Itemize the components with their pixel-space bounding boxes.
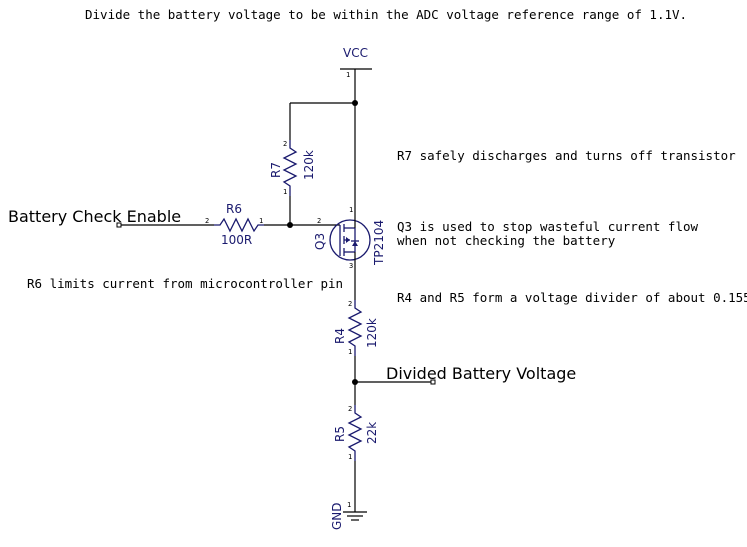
r4-value: 120k [365, 318, 379, 348]
net-port-marker [430, 379, 436, 385]
resistor-r7: 2 1 R7 120k [269, 140, 316, 223]
r4-ref: R4 [333, 328, 347, 344]
r4-r5-annotation: R4 and R5 form a voltage divider of abou… [397, 290, 747, 305]
r6-pin-left: 2 [205, 217, 209, 225]
q3-annotation-line1: Q3 is used to stop wasteful current flow [397, 219, 698, 234]
title-note: Divide the battery voltage to be within … [85, 7, 687, 22]
q3-ref: Q3 [313, 233, 327, 250]
r7-value: 120k [302, 150, 316, 180]
r6-ref: R6 [226, 202, 242, 216]
r7-pin-bottom: 1 [283, 188, 287, 196]
r6-pin-right: 1 [259, 217, 263, 225]
q3-annotation-line2: when not checking the battery [397, 233, 616, 248]
r5-pin-bottom: 1 [348, 453, 352, 461]
gnd-label: GND [330, 502, 344, 530]
q3-pin-source: 1 [349, 206, 353, 214]
junction-node [287, 222, 293, 228]
vcc-symbol: VCC 1 [340, 46, 372, 103]
divided-battery-voltage-net: Divided Battery Voltage [352, 364, 576, 385]
r5-ref: R5 [333, 426, 347, 442]
r4-pin-top: 2 [348, 300, 352, 308]
junction-node [352, 100, 358, 106]
resistor-r5: 2 1 R5 22k [333, 405, 379, 500]
r7-annotation: R7 safely discharges and turns off trans… [397, 148, 736, 163]
mosfet-q3: 2 1 3 Q3 TP2104 [313, 206, 386, 300]
q3-pin-drain: 3 [349, 262, 353, 270]
gnd-symbol: 1 GND [330, 500, 367, 530]
r6-value: 100R [221, 233, 252, 247]
r4-pin-bottom: 1 [348, 348, 352, 356]
resistor-r4: 2 1 R4 120k [333, 300, 379, 405]
r7-pin-top: 2 [283, 140, 287, 148]
r7-ref: R7 [269, 162, 283, 178]
r6-annotation: R6 limits current from microcontroller p… [27, 276, 343, 291]
vcc-label: VCC [343, 46, 368, 60]
divided-battery-voltage-label: Divided Battery Voltage [386, 364, 576, 383]
resistor-r6: 2 1 R6 100R [205, 202, 340, 247]
q3-value: TP2104 [372, 220, 386, 266]
vcc-pin-number: 1 [346, 71, 350, 79]
battery-check-enable-label: Battery Check Enable [8, 207, 181, 226]
net-port-marker [116, 222, 122, 228]
r5-pin-top: 2 [348, 405, 352, 413]
gnd-pin-number: 1 [347, 501, 351, 509]
r5-value: 22k [365, 422, 379, 444]
q3-pin-gate: 2 [317, 217, 321, 225]
vcc-rail-wire [289, 100, 358, 213]
battery-check-enable-net: Battery Check Enable [8, 207, 214, 228]
